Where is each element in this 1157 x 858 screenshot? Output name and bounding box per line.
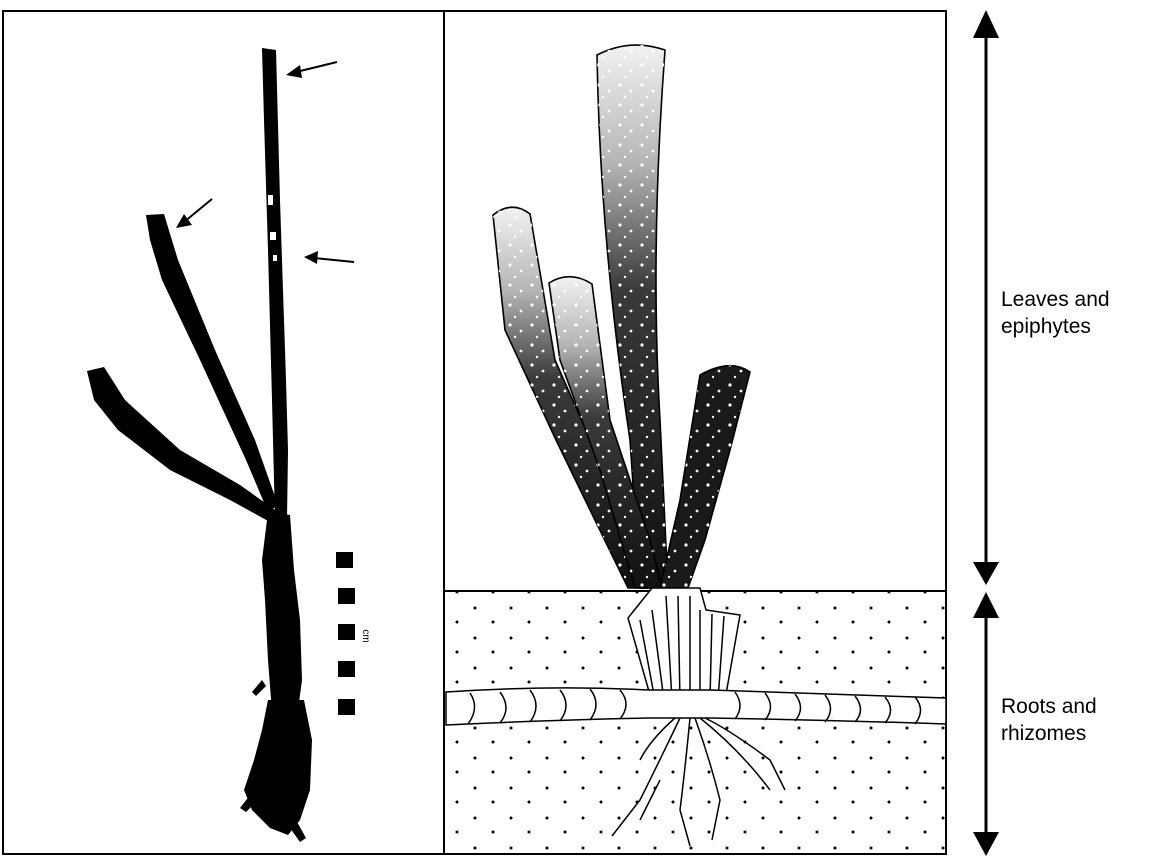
roots-label-line2: rhizomes [1001,720,1097,747]
roots-range-arrow [973,592,999,856]
leaves-label-line2: epiphytes [1001,313,1110,340]
leaves-range-arrow [973,10,999,585]
plant-photo-panel: cm [3,11,444,854]
scale-unit-label: cm [360,629,371,642]
scale-square [338,624,355,640]
scale-bar: cm [336,552,371,715]
roots-and-rhizomes-label: Roots and rhizomes [1001,693,1097,747]
leaves [493,45,750,588]
range-arrows [973,10,999,856]
roots-label-line1: Roots and [1001,693,1097,720]
scale-square [338,661,355,677]
leaves-label-line1: Leaves and [1001,286,1110,313]
arrow-middle-right [304,251,354,264]
scale-square [336,552,353,568]
arrow-top [286,62,337,78]
scale-square [338,699,355,715]
arrow-left-leaf [176,199,212,228]
plant-silhouette [87,48,312,842]
scale-square [338,588,355,604]
seagrass-diagram-panel [444,11,946,854]
leaves-and-epiphytes-label: Leaves and epiphytes [1001,286,1110,340]
leaf-right-dots [660,366,750,588]
